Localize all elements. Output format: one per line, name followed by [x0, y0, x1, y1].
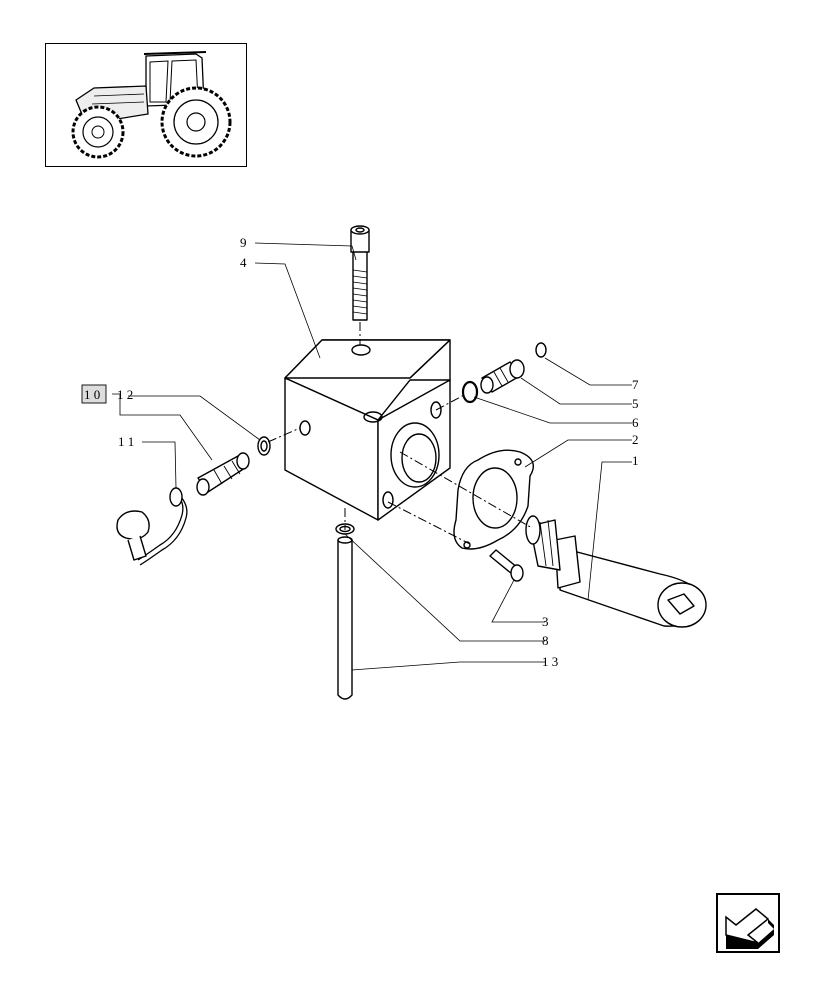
tractor-icon	[71, 51, 232, 159]
callout-12: 1 2	[117, 387, 133, 402]
solenoid-valve	[525, 515, 707, 628]
valve-block	[284, 339, 451, 521]
back-arrow-icon	[725, 908, 774, 949]
bolt-top	[350, 225, 370, 321]
callout-5: 5	[632, 396, 639, 411]
pin-bottom	[337, 536, 353, 700]
back-navigation-button[interactable]	[716, 893, 780, 953]
callout-9: 9	[240, 235, 247, 250]
callout-13: 1 3	[542, 654, 558, 669]
callout-3: 3	[542, 614, 549, 629]
callout-10: 1 0	[84, 387, 100, 402]
callout-8: 8	[542, 633, 549, 648]
sensor-connector	[116, 452, 250, 566]
callout-2: 2	[632, 432, 639, 447]
callout-7: 7	[632, 377, 639, 392]
callout-1: 1	[632, 453, 639, 468]
callout-11: 1 1	[118, 434, 134, 449]
callout-4: 4	[240, 255, 247, 270]
tractor-thumbnail	[45, 43, 247, 167]
callout-6: 6	[632, 415, 639, 430]
screw-3	[489, 549, 524, 582]
gasket-flange	[453, 449, 534, 550]
callout-10-box	[81, 384, 107, 404]
fitting-5	[480, 359, 525, 394]
